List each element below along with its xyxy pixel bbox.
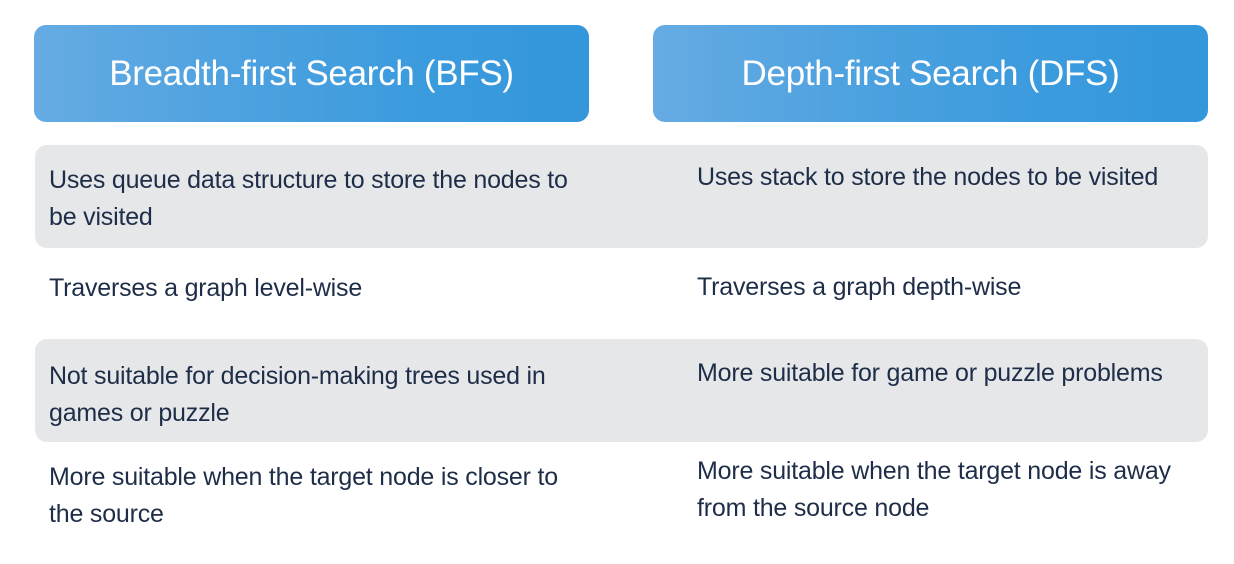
- bfs-header-title: Breadth-first Search (BFS): [109, 53, 514, 93]
- row-3-background: [35, 339, 1208, 442]
- row-3-bfs-cell: Not suitable for decision-making trees u…: [49, 362, 546, 427]
- row-1-background: [35, 145, 1208, 248]
- row-4-bfs-cell: More suitable when the target node is cl…: [49, 463, 558, 528]
- row-1-bfs-cell: Uses queue data structure to store the n…: [49, 166, 568, 231]
- bfs-column-header: Breadth-first Search (BFS): [34, 25, 589, 122]
- row-2-dfs-cell: Traverses a graph depth-wise: [697, 273, 1022, 301]
- dfs-header-title: Depth-first Search (DFS): [741, 53, 1120, 93]
- dfs-column-header: Depth-first Search (DFS): [653, 25, 1208, 122]
- row-3-dfs-cell: More suitable for game or puzzle problem…: [697, 359, 1163, 387]
- row-4-dfs-cell: More suitable when the target node is aw…: [697, 457, 1171, 522]
- row-1-dfs-cell: Uses stack to store the nodes to be visi…: [697, 163, 1159, 191]
- row-2-bfs-cell: Traverses a graph level-wise: [49, 274, 363, 302]
